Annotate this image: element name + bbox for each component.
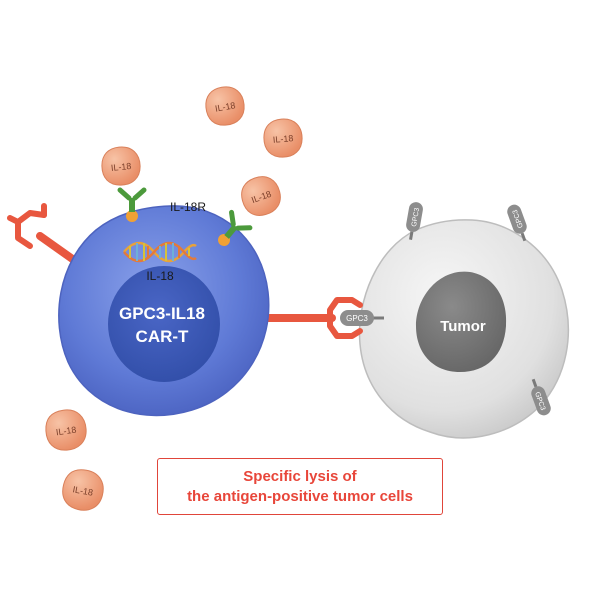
il18-molecule-label: IL-18 xyxy=(55,425,77,438)
gpc3-antigen: GPC3 xyxy=(406,202,423,240)
il18-molecule: IL-18 xyxy=(205,86,245,126)
il18-receptor xyxy=(117,187,147,222)
il18-receptor xyxy=(218,209,253,246)
gpc3-antigen: GPC3 xyxy=(531,378,551,416)
tumor-label: Tumor xyxy=(440,318,486,335)
il18-gene-dna-icon xyxy=(123,241,197,263)
il18-molecule: IL-18 xyxy=(241,176,281,216)
gpc3-antigen-bound: GPC3 xyxy=(340,310,384,326)
il18-molecule: IL-18 xyxy=(45,409,87,451)
car-t-name-line1: GPC3-IL18 xyxy=(119,304,205,323)
gpc3-antigen-label: GPC3 xyxy=(411,207,421,227)
il18-gene-label: IL-18 xyxy=(146,269,174,283)
tumor-nucleus xyxy=(416,271,507,372)
car-t-cell: GPC3-IL18 CAR-T IL-18 xyxy=(58,205,270,417)
il18-molecule-label: IL-18 xyxy=(72,484,94,497)
caption-line-1: Specific lysis of xyxy=(243,467,357,485)
car-t-nucleus xyxy=(108,266,220,382)
il18-molecule-label: IL-18 xyxy=(272,133,293,145)
car-t-name-line2: CAR-T xyxy=(136,327,189,346)
il18-molecule: IL-18 xyxy=(101,146,141,186)
caption-line-2: the antigen-positive tumor cells xyxy=(187,487,413,505)
gpc3-antigen: GPC3 xyxy=(507,204,527,242)
il18-molecule-label: IL-18 xyxy=(214,100,236,113)
tumor-cell: Tumor GPC3 GPC3 GPC3 xyxy=(358,202,570,439)
gpc3-bound-label: GPC3 xyxy=(346,314,368,323)
il18-molecule: IL-18 xyxy=(62,469,104,511)
il18r-label: IL-18R xyxy=(170,200,206,214)
il18-molecule: IL-18 xyxy=(263,118,303,158)
il18-molecule-label: IL-18 xyxy=(110,161,131,173)
caption-box: Specific lysis of the antigen-positive t… xyxy=(157,458,443,515)
